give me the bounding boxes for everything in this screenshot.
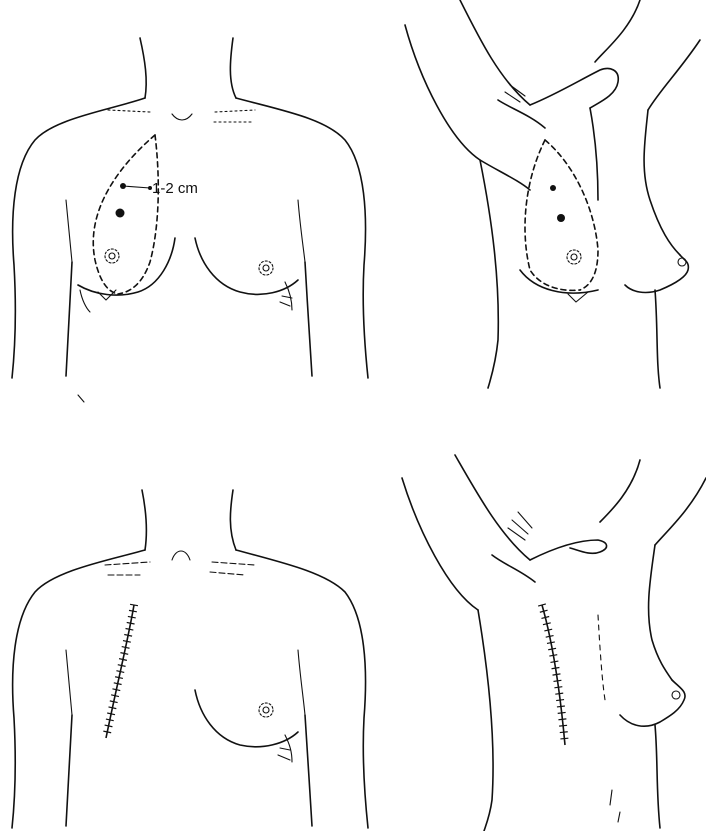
suture-stitch — [555, 693, 563, 694]
suture-stitch — [118, 665, 126, 667]
suture-stitch — [112, 689, 120, 691]
suture-stitch — [119, 659, 127, 661]
suture-stitch — [129, 610, 137, 611]
suture-stitch — [547, 642, 555, 644]
torso-outline — [12, 490, 368, 828]
torso-outline — [405, 0, 700, 388]
suture-stitch — [557, 706, 565, 707]
nipple-right — [259, 703, 273, 717]
suture-stitch — [115, 677, 123, 679]
stray-mark — [78, 395, 84, 402]
measurement-label: 1-2 cm — [152, 180, 198, 197]
suture-line — [538, 604, 568, 745]
excision-ellipse — [93, 135, 158, 300]
tumor-marker-lower — [557, 214, 565, 222]
suture-stitch — [558, 712, 566, 713]
suture-stitch — [548, 648, 556, 649]
suture-stitch — [116, 671, 124, 673]
breast-outline — [620, 680, 685, 726]
suture-stitch — [110, 701, 118, 703]
suture-stitch — [108, 707, 116, 709]
nipple-right — [259, 261, 273, 275]
suture-stitch — [544, 629, 552, 631]
suture-stitch — [106, 719, 114, 721]
suture-stitch — [559, 725, 567, 726]
suture-stitch — [123, 641, 131, 643]
measurement-indicator: 1-2 cm — [123, 180, 198, 197]
suture-stitch — [554, 687, 562, 688]
suture-stitch — [122, 647, 130, 649]
suture-stitch — [111, 695, 119, 697]
panel-side-preoperative — [405, 0, 700, 388]
suture-stitch — [550, 661, 558, 662]
suture-stitch — [558, 719, 566, 720]
suture-stitch — [103, 731, 111, 733]
suture-stitch — [130, 604, 138, 605]
suture-stitch — [124, 635, 132, 637]
tumor-marker-lower — [116, 209, 125, 218]
suture-stitch — [105, 725, 113, 727]
torso-outline — [402, 455, 706, 831]
suture-stitch — [107, 713, 115, 715]
suture-stitch — [553, 680, 561, 681]
suture-stitch — [127, 622, 135, 624]
panel-front-preoperative: 1-2 cm — [12, 38, 368, 402]
breast-outline — [520, 255, 688, 293]
suture-stitch — [546, 636, 554, 638]
suture-line — [103, 604, 138, 738]
panel-front-postoperative — [12, 490, 368, 828]
suture-stitch — [552, 667, 560, 668]
suture-stitch — [553, 674, 561, 675]
suture-stitch — [549, 655, 557, 656]
suture-stitch — [120, 653, 128, 655]
nipple-side — [567, 250, 581, 264]
breast-outline — [195, 690, 298, 762]
suture-stitch — [556, 700, 564, 701]
nipple-left — [105, 249, 119, 263]
suture-stitch — [128, 616, 136, 617]
tumor-marker-upper — [550, 185, 556, 191]
panel-side-postoperative — [402, 455, 706, 831]
suture-stitch — [560, 732, 568, 733]
suture-stitch — [560, 738, 568, 739]
suture-stitch — [125, 628, 133, 630]
suture-stitch — [114, 683, 122, 685]
torso-outline — [12, 38, 368, 378]
